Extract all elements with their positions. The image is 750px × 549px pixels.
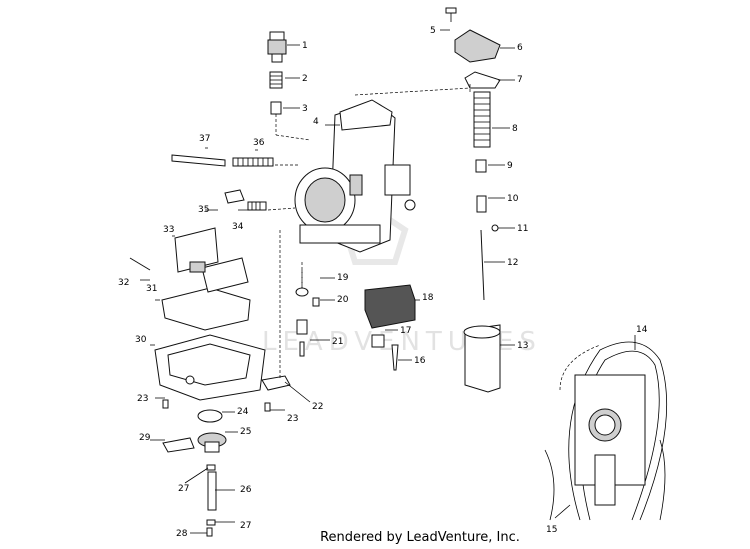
- part-6-top-cap[interactable]: [454, 29, 501, 63]
- part-23-screw-right[interactable]: [264, 402, 271, 412]
- part-35-screw[interactable]: [224, 189, 245, 204]
- part-37-idle-screw[interactable]: [171, 154, 226, 167]
- callout-1: 1: [302, 41, 308, 51]
- part-4-carburetor-body[interactable]: [294, 99, 416, 253]
- part-11-clip[interactable]: [491, 224, 499, 232]
- part-34-spring[interactable]: [247, 201, 267, 211]
- callout-22: 22: [312, 402, 323, 412]
- callout-6: 6: [517, 43, 523, 53]
- part-24-o-ring[interactable]: [197, 409, 223, 423]
- callout-14: 14: [636, 325, 648, 335]
- callout-21: 21: [332, 337, 343, 347]
- part-23-screw-left[interactable]: [162, 399, 169, 409]
- part-28-screw[interactable]: [206, 527, 213, 537]
- part-8-spring[interactable]: [473, 91, 491, 148]
- part-2-spring[interactable]: [269, 71, 283, 89]
- callout-24: 24: [237, 407, 249, 417]
- callout-3: 3: [302, 104, 308, 114]
- part-13-throttle-slide[interactable]: [463, 324, 501, 393]
- callout-11: 11: [517, 224, 528, 234]
- part-14-cable-routing-assembly[interactable]: [544, 341, 668, 521]
- part-19-o-ring[interactable]: [295, 287, 309, 297]
- part-29-plate[interactable]: [162, 437, 195, 453]
- callout-8: 8: [512, 124, 518, 134]
- callout-16: 16: [414, 356, 426, 366]
- part-31-gasket[interactable]: [161, 287, 251, 331]
- callout-32: 32: [118, 278, 129, 288]
- callout-34: 34: [232, 222, 244, 232]
- callout-5: 5: [430, 26, 436, 36]
- part-5-screw[interactable]: [445, 7, 457, 22]
- callout-29: 29: [139, 433, 151, 443]
- part-9-retainer[interactable]: [475, 159, 487, 173]
- callout-18: 18: [422, 293, 434, 303]
- callout-27-top: 27: [178, 484, 189, 494]
- callout-25: 25: [240, 427, 251, 437]
- callout-23-right: 23: [287, 414, 298, 424]
- part-3-piston[interactable]: [270, 101, 282, 115]
- part-33-float[interactable]: [174, 227, 249, 293]
- part-30-float-bowl[interactable]: [154, 334, 266, 401]
- callout-13: 13: [517, 341, 528, 351]
- callout-labels: 1 2 3 4 5 6 7 8 9 10 11 12 13 14 15 16 1…: [118, 26, 648, 539]
- callout-7: 7: [517, 75, 523, 85]
- callout-19: 19: [337, 273, 349, 283]
- part-18-baffle[interactable]: [364, 284, 416, 329]
- part-12-jet-needle[interactable]: [480, 229, 485, 301]
- part-20-screw[interactable]: [312, 297, 320, 307]
- part-25-drain-plug[interactable]: [197, 432, 227, 453]
- callout-17: 17: [400, 326, 411, 336]
- part-36-spring[interactable]: [232, 157, 274, 167]
- callout-10: 10: [507, 194, 519, 204]
- callout-28: 28: [176, 529, 188, 539]
- part-1-fitting[interactable]: [267, 31, 287, 63]
- callout-23-left: 23: [137, 394, 148, 404]
- callout-9: 9: [507, 161, 513, 171]
- callout-26: 26: [240, 485, 252, 495]
- callout-15: 15: [546, 525, 557, 535]
- part-21-needle-jet[interactable]: [296, 319, 308, 357]
- footer-credit: Rendered by LeadVenture, Inc.: [320, 530, 520, 545]
- part-22-bracket[interactable]: [261, 375, 291, 391]
- callout-31: 31: [146, 284, 157, 294]
- part-7-gasket[interactable]: [464, 71, 501, 89]
- callout-30: 30: [135, 335, 147, 345]
- callout-33: 33: [163, 225, 174, 235]
- callout-35: 35: [198, 205, 209, 215]
- part-10-clip-holder[interactable]: [476, 195, 487, 213]
- part-27-clamp-top[interactable]: [206, 464, 216, 471]
- part-16-pilot-jet[interactable]: [391, 344, 399, 371]
- part-17-main-jet[interactable]: [371, 334, 385, 348]
- callout-27-bottom: 27: [240, 521, 251, 531]
- callout-37: 37: [199, 134, 210, 144]
- callout-4: 4: [313, 117, 319, 127]
- callout-12: 12: [507, 258, 518, 268]
- part-27-clamp-bottom[interactable]: [206, 519, 216, 526]
- part-26-tube[interactable]: [207, 471, 217, 511]
- part-32-pin[interactable]: [129, 257, 151, 271]
- callout-36: 36: [253, 138, 265, 148]
- callout-20: 20: [337, 295, 349, 305]
- callout-2: 2: [302, 74, 308, 84]
